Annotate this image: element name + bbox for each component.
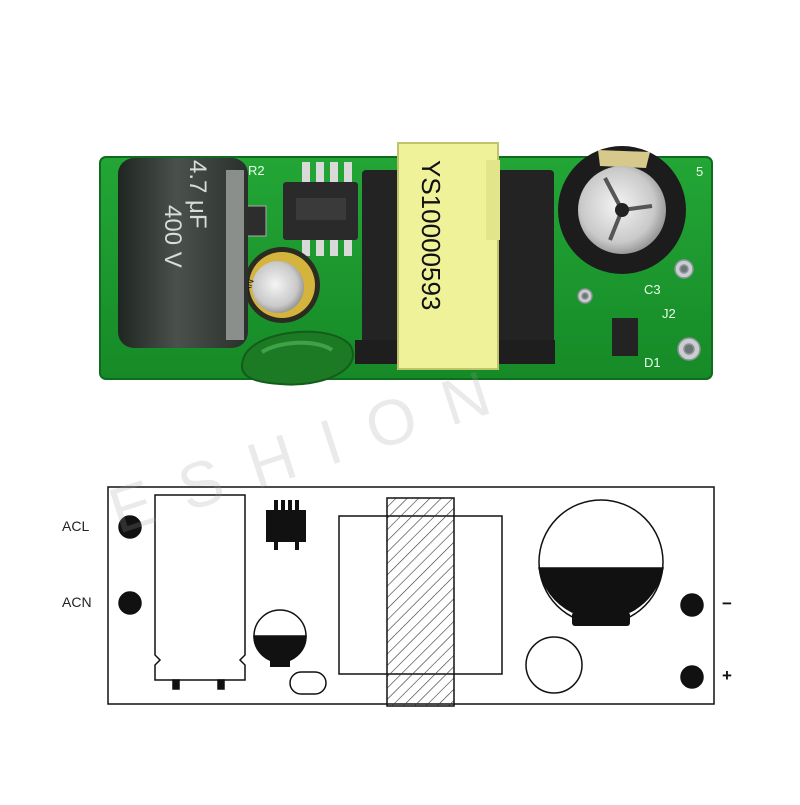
c3-silkscreen: C3 [644, 282, 661, 297]
output-capacitor [558, 146, 686, 274]
large-capacitor: 4.7 μF 400 V [118, 158, 248, 348]
layout-diagram [107, 486, 715, 707]
plus-pad [680, 665, 704, 689]
acl-pad [118, 515, 142, 539]
diagram-small-capacitor [253, 609, 307, 667]
j2-silkscreen: J2 [662, 306, 676, 321]
solder-pads [577, 259, 701, 361]
ic-chip [283, 162, 358, 256]
diagram-transformer-core [386, 497, 455, 707]
acl-label: ACL [62, 518, 90, 534]
acn-pad [118, 591, 142, 615]
diagram-output-capacitor [538, 499, 664, 626]
transformer-label: YS10000593 [416, 160, 446, 310]
minus-pad [680, 593, 704, 617]
diagram-ceramic-capacitor [289, 671, 327, 695]
diagram-empty-circle [525, 636, 583, 694]
minus-label: − [722, 594, 732, 613]
c5-silkscreen: 5 [696, 164, 703, 179]
diode [612, 318, 638, 356]
pcb-photo: R2 LUXAN 4.7 μF 400 V [99, 142, 713, 386]
plus-label: + [722, 666, 732, 685]
smd-resistor [245, 205, 267, 237]
d1-silkscreen: D1 [644, 355, 661, 370]
ceramic-capacitor [240, 330, 354, 386]
diagram-large-capacitor [154, 494, 246, 681]
transformer: YS10000593 [355, 142, 555, 370]
big-cap-capacity: 4.7 μF [184, 160, 211, 229]
big-cap-voltage: 400 V [159, 205, 186, 268]
acn-label: ACN [62, 594, 92, 610]
diagram-ic [266, 500, 306, 550]
r2-silkscreen: R2 [248, 163, 265, 178]
